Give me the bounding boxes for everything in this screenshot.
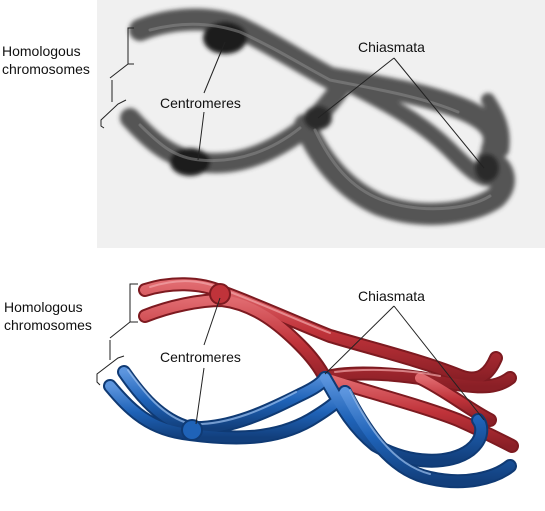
red-centromere — [209, 283, 231, 305]
illustration-homologous-bracket-bottom — [96, 355, 125, 386]
illustration-centromere-pointer-bottom — [195, 367, 205, 425]
illustration-chiasma-pointer-right — [393, 305, 485, 421]
homologous-bracket-bottom — [100, 99, 127, 129]
micrograph-panel: Homologous chromosomes Centromeres Chias… — [2, 0, 545, 248]
illustration-panel: Homologous chromosomes Centromeres Chias… — [4, 277, 519, 489]
illustration-chiasmata-label: Chiasmata — [358, 288, 425, 304]
centromere-pointer-bottom — [197, 111, 205, 161]
illustration-centromere-pointer-top — [203, 297, 221, 346]
illustration-homologous-label-line2: chromosomes — [4, 317, 92, 333]
micrograph-centromeres-label: Centromeres — [160, 95, 241, 111]
chiasma-pointer-right — [393, 57, 485, 169]
illustration-centromeres-label: Centromeres — [160, 349, 241, 365]
illustration-homologous-bracket-top — [129, 283, 138, 323]
blue-chromosome — [103, 365, 517, 489]
micrograph-homologous-label-line2: chromosomes — [2, 61, 90, 77]
illustration-chiasma-pointer-left — [324, 305, 395, 375]
micrograph-homologous-label-line1: Homologous — [2, 43, 81, 59]
homologous-bracket-top — [127, 27, 134, 65]
blue-centromere — [181, 419, 203, 441]
centromere-pointer-top — [203, 41, 226, 94]
micrograph-chromatin — [120, 8, 515, 225]
chiasma-pointer-left — [317, 57, 395, 119]
illustration-homologous-label-line1: Homologous — [4, 299, 83, 315]
micrograph-chiasmata-label: Chiasmata — [358, 39, 425, 55]
